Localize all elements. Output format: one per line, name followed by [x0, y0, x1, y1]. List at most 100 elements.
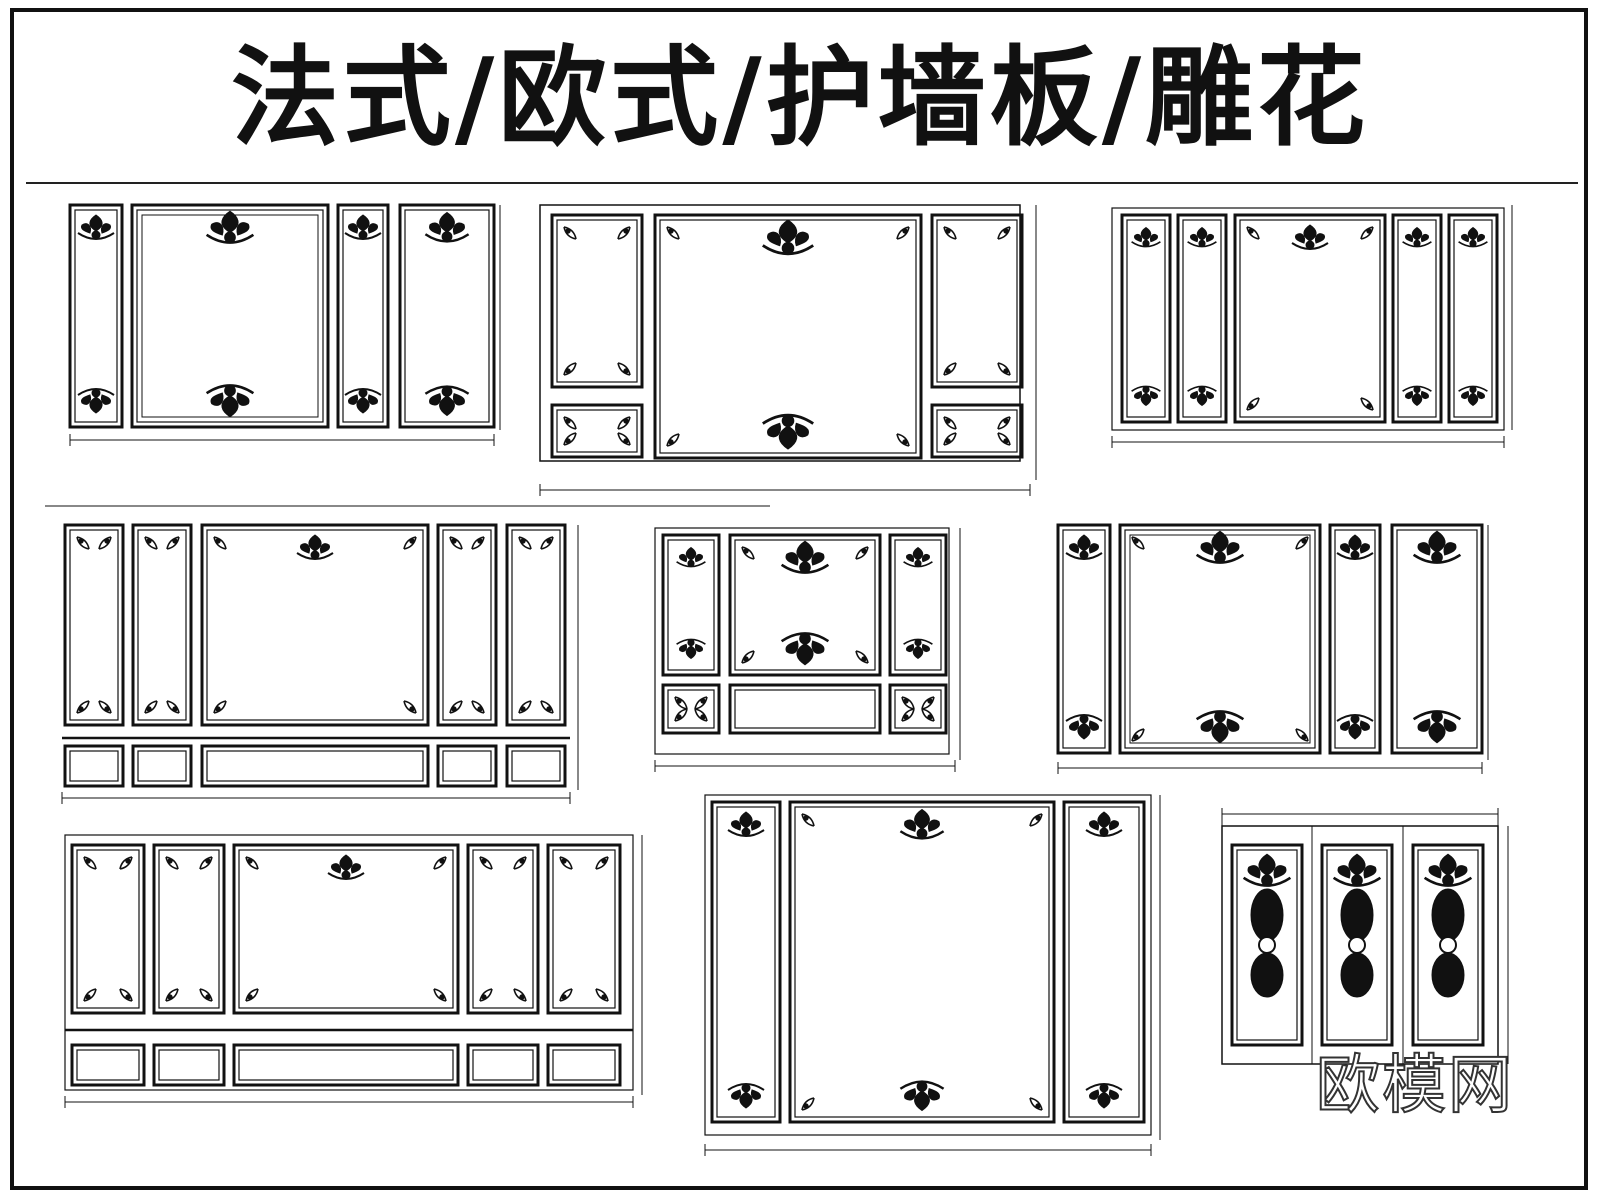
d7-panel-3-corner-bl	[245, 988, 259, 1002]
d5-panel-4-corner-bl	[674, 708, 688, 722]
d2-panel-4-corner-tl	[563, 416, 577, 430]
d5-panel-5	[728, 683, 882, 735]
d5-panel-1-top-ornament	[675, 546, 707, 568]
d5-panel-6-inner	[894, 689, 942, 729]
d3-panel-5-bottom-ornament	[1457, 385, 1489, 407]
d2-panel-3-corner-tl	[943, 226, 957, 240]
d7-panel-2-corner-tl	[165, 856, 179, 870]
d8-panel-2	[788, 800, 1056, 1124]
d4-panel-6	[63, 744, 125, 788]
d7-panel-3-inner	[238, 849, 454, 1009]
d1-panel-4-bottom-ornament	[424, 385, 470, 417]
d5-panel-5-inner	[734, 689, 876, 729]
d2-panel-2-corner-br	[896, 433, 910, 447]
d7-panel-3-corner-tr	[433, 856, 447, 870]
d1-panel-4-inner	[404, 209, 490, 423]
sheet-title: 法式/欧式/护墙板/雕花	[230, 35, 1370, 161]
d5-panel-6-corner-tl	[901, 696, 915, 710]
d9-panel-2-medallion	[1348, 936, 1366, 954]
d7-panel-7-inner	[158, 1049, 220, 1081]
d4-panel-1-corner-bl	[76, 700, 90, 714]
d7-panel-7	[152, 1043, 226, 1087]
d7-panel-9	[466, 1043, 540, 1087]
d7-panel-3	[232, 843, 460, 1015]
d3-panel-1-bottom-ornament	[1130, 385, 1162, 407]
d5-panel-3-inner	[894, 539, 942, 671]
d9-panel-3-carving	[1431, 888, 1465, 942]
d3-panel-5-top-ornament	[1457, 226, 1489, 248]
d5-panel-4-corner-tr	[694, 696, 708, 710]
d3-panel-3-corner-bl	[1246, 397, 1260, 411]
d7-panel-5-corner-bl	[559, 988, 573, 1002]
d4-panel-3-corner-br	[403, 700, 417, 714]
d3-panel-3-top-ornament	[1291, 224, 1329, 250]
d5-panel-4-corner-br	[694, 708, 708, 722]
d8-panel-1-bottom-ornament	[727, 1083, 765, 1109]
d7-panel-4-inner	[472, 849, 534, 1009]
d9-panel-1-inner	[1236, 849, 1298, 1041]
d7-panel-5	[546, 843, 622, 1015]
d4-panel-9	[436, 744, 498, 788]
d5-panel-6	[888, 683, 948, 735]
d2-panel-5	[930, 403, 1024, 459]
d3-frame	[1111, 207, 1505, 431]
d8-panel-2-corner-tl	[801, 813, 815, 827]
d6-panel-4	[1390, 523, 1484, 755]
d7-panel-3-top-ornament	[327, 854, 365, 880]
d4-panel-4-corner-tr	[471, 536, 485, 550]
d9-panel-2-carving-lower	[1340, 952, 1374, 998]
d8-panel-1	[710, 800, 782, 1124]
d1-panel-1-inner	[74, 209, 118, 423]
d7-frame	[64, 834, 634, 1091]
d7-panel-2-inner	[158, 849, 220, 1009]
d5-panel-6-corner-br	[921, 708, 935, 722]
d6-panel-3-inner	[1334, 529, 1376, 749]
d2-panel-5-corner-tl	[943, 416, 957, 430]
d3-panel-1	[1120, 213, 1172, 424]
d3-panel-2-inner	[1182, 219, 1222, 418]
d8-panel-3-top-ornament	[1085, 811, 1123, 837]
d7-panel-5-corner-tr	[595, 856, 609, 870]
d6-panel-2-corner-tl	[1131, 536, 1145, 550]
d9-panel-3-carving-lower	[1431, 952, 1465, 998]
d3-panel-5	[1447, 213, 1499, 424]
d4-panel-7	[131, 744, 193, 788]
d3-panel-4-bottom-ornament	[1401, 385, 1433, 407]
d9-panel-2-inner	[1326, 849, 1388, 1041]
d9-panel-2-carving	[1340, 888, 1374, 942]
d4-panel-5-corner-bl	[518, 700, 532, 714]
d3-panel-4	[1391, 213, 1443, 424]
d2-panel-4-corner-br	[617, 432, 631, 446]
d1-panel-3-bottom-ornament	[344, 388, 382, 414]
d3-panel-4-inner	[1397, 219, 1437, 418]
d7-panel-4-corner-tr	[513, 856, 527, 870]
d8-panel-2-bottom-ornament	[899, 1080, 945, 1112]
d1-panel-1-bottom-ornament	[77, 388, 115, 414]
d6-panel-1-bottom-ornament	[1065, 714, 1103, 740]
d4-panel-4-corner-tl	[449, 536, 463, 550]
d4-panel-2-corner-bl	[144, 700, 158, 714]
d2-panel-2-top-ornament	[761, 218, 815, 256]
d6-panel-2	[1118, 523, 1322, 755]
d8-panel-2-corner-bl	[801, 1097, 815, 1111]
d2-panel-1-corner-tr	[617, 226, 631, 240]
d9-panel-1-carving-lower	[1250, 952, 1284, 998]
d5-panel-1-inner	[667, 539, 715, 671]
d7-panel-10	[546, 1043, 622, 1087]
d5-panel-2-bottom-ornament	[780, 632, 830, 666]
d7-panel-1-corner-tr	[119, 856, 133, 870]
d8-panel-2-corner-br	[1029, 1097, 1043, 1111]
d9-panel-1-medallion	[1258, 936, 1276, 954]
d4-panel-2-corner-tr	[166, 536, 180, 550]
d8-panel-2-top-ornament	[899, 808, 945, 840]
d9-panel-1-ornament-top	[1242, 853, 1292, 887]
d4-panel-4-corner-bl	[449, 700, 463, 714]
d6-panel-4-top-ornament	[1412, 530, 1462, 564]
d1-panel-3-inner	[342, 209, 384, 423]
d2-panel-1-corner-br	[617, 362, 631, 376]
d5-panel-3-top-ornament	[902, 546, 934, 568]
d3-panel-3-corner-tr	[1360, 226, 1374, 240]
d4-panel-8-inner	[206, 750, 424, 782]
d5-panel-2	[728, 533, 882, 677]
d2-panel-5-corner-bl	[943, 432, 957, 446]
